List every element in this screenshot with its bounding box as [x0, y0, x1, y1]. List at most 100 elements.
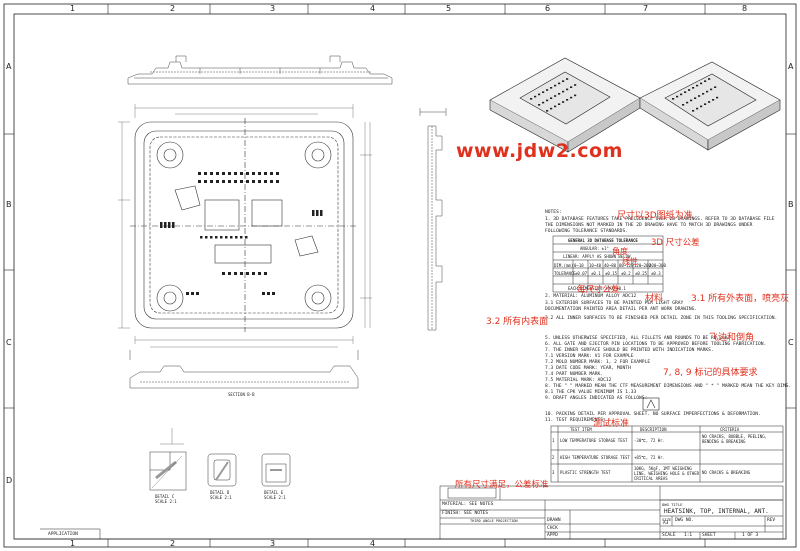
zone-row-b-right: B [788, 200, 794, 209]
note-2-7: 6. ALL GATE AND EJECTOR PIN LOCATIONS TO… [545, 342, 767, 347]
note-line-1: 1. 3D DATABASE FEATURES TAKE PRECEDENCE … [545, 217, 775, 222]
zone-col-5: 5 [446, 4, 452, 13]
note-2-3: DOCUMENTATION PAINTED AREA DETAIL PER AN… [545, 307, 698, 312]
tol-row1-label: DIM.(mm) [554, 263, 574, 268]
tb-third-angle: THIRD ANGLE PROJECTION [470, 519, 518, 523]
note-2-16: 9. DRAFT ANGLES INDICATED AS FOLLOWS: [545, 396, 648, 401]
top-elevation-view [127, 55, 393, 85]
tol-r1-c5: 120~200 [634, 263, 651, 268]
zone-col-6: 6 [545, 4, 551, 13]
note-2-8: 7. THE INNER SURFACE SHOULD BE PRINTED W… [545, 348, 714, 353]
note-2-19: 11. TEST REQUIREMENTS: [545, 418, 606, 423]
isometric-view-2 [639, 61, 781, 151]
zone-col-3-bottom: 3 [270, 539, 276, 548]
tb-material: MATERIAL: SEE NOTES [442, 502, 494, 507]
test-row-2-no: 2 [552, 455, 555, 460]
pad-array [160, 172, 323, 295]
ann-linear: 线性 [622, 257, 638, 266]
label-detail-3: DETAIL E [264, 490, 284, 495]
zone-row-a-right: A [788, 62, 794, 71]
zone-col-8: 8 [742, 4, 748, 13]
zone-col-7: 7 [643, 4, 649, 13]
tol-r2-c2: ±0.1 [591, 271, 601, 276]
tb-sheet-label: SHEET [702, 533, 716, 538]
tol-r1-c3: 40~80 [604, 263, 617, 268]
ann-flash: 飞边和倒角 [709, 333, 755, 343]
isometric-view-1 [489, 57, 641, 153]
tol-r2-c3: ±0.15 [605, 271, 618, 276]
note-2-4: 3.2 ALL INNER SURFACES TO BE FINISHED PE… [545, 316, 778, 321]
tol-r2-c5: ±0.25 [635, 271, 648, 276]
tol-linear: LINEAR: APPLY AS SHOWN BELOW [563, 254, 631, 259]
detail-views [149, 428, 291, 491]
tol-r2-c6: ±0.3 [651, 271, 661, 276]
test-row-2-desc: +85℃, 72 Hr. [634, 455, 665, 460]
ann-angle: 角度 [612, 247, 628, 256]
note-2-13: 7.5 MATERIAL MARK: ADC12 [545, 378, 612, 383]
tb-appd: APPD [547, 533, 558, 538]
notes-title: NOTES: [545, 210, 562, 215]
test-header-item: TEST ITEM [570, 427, 592, 432]
zone-col-1: 1 [70, 4, 76, 13]
test-row-1-item: LOW TEMPERATURE STORAGE TEST [560, 438, 628, 443]
tb-dwg-no-label: DWG NO. [675, 518, 694, 523]
zone-col-4-bottom: 4 [370, 539, 376, 548]
note-2-11: 7.3 DATE CODE MARK: YEAR, MONTH [545, 366, 631, 371]
zone-row-c: C [6, 338, 12, 347]
label-detail-1-scale: SCALE 2:1 [155, 499, 177, 504]
test-row-3-no: 3 [552, 470, 555, 475]
tol-r1-c4: 80~120 [619, 263, 634, 268]
ann-inner-surface: 3.2 所有内表面 [486, 317, 549, 327]
test-header-desc: DESCRIPTION [640, 427, 667, 432]
label-detail-2: DETAIL D [210, 490, 230, 495]
note-2-10: 7.2 MOLD NUMBER MARK: 1, 2 FOR EXAMPLE [545, 360, 651, 365]
note-2-6: 5. UNLESS OTHERWISE SPECIFIED, ALL FILLE… [545, 336, 731, 341]
tb-application: APPLICATION [48, 532, 78, 537]
tol-footer: EACH DIMENSION: MAX ±0.1 [568, 286, 626, 291]
tol-r2-c1: ±0.07 [575, 271, 588, 276]
zone-row-a: A [6, 62, 12, 71]
ann-marks: 7, 8, 9 标记的具体要求 [663, 368, 758, 378]
ann-bottom: 所有尺寸满足，公差标准 [455, 480, 549, 490]
tolerance-table-grid [552, 235, 664, 293]
ann-per-size: 每尺寸公差 [577, 285, 620, 295]
tb-scale: 1:1 [684, 533, 693, 538]
note-2-2: 3.1 EXTERIOR SURFACES TO BE PAINTED PER … [545, 301, 684, 306]
test-row-3-crit: NO CRACKS & BREAKING [702, 470, 751, 475]
note-2-12: 7.4 PART NUMBER MARK. [545, 372, 604, 377]
ann-material: 材料 [645, 294, 664, 304]
tb-dwg-title: HEATSINK, TOP, INTERNAL, ANT. [664, 508, 769, 515]
ann-tolerance: 3D 尺寸公差 [651, 238, 700, 248]
section-view [129, 350, 359, 389]
tb-size-label: SIZE [662, 517, 672, 522]
zone-col-2-bottom: 2 [170, 539, 176, 548]
note-2-15: 8.1 THE CPK VALUE MINIMUM IS 1.33 [545, 390, 637, 395]
zone-col-3: 3 [270, 4, 276, 13]
note-2-9: 7.1 VERSION MARK: V1 FOR EXAMPLE [545, 354, 634, 359]
dimension-lines [118, 104, 372, 348]
test-header-crit: CRITERIA [720, 427, 740, 432]
zone-ticks [4, 4, 796, 547]
tb-dwg-title-label: DWG TITLE [662, 502, 683, 507]
tol-r2-c4: ±0.2 [621, 271, 631, 276]
watermark-url: www.jdw2.com [456, 140, 623, 162]
note-line-2: THE DIMENSIONS NOT MARKED IN THE 2D DRAW… [545, 223, 753, 228]
right-elevation-view [419, 108, 447, 331]
tb-chck: CHCK [547, 526, 558, 531]
tb-sheet: 1 OF 3 [742, 533, 759, 538]
test-row-1-crit: NO CRACKS, BUBBLE, PEELING, BENDING & BR… [702, 434, 768, 444]
zone-row-b: B [6, 200, 12, 209]
tol-row2-label: TOLERANCE [554, 271, 576, 276]
label-detail-1: DETAIL C [155, 494, 175, 499]
tol-r1-c2: 10~40 [589, 263, 602, 268]
tb-scale-label: SCALE [662, 533, 676, 538]
note-2-1: 2. MATERIAL: ALUMINUM ALLOY ADC12 [545, 294, 637, 299]
tol-table-title: GENERAL 3D DATABASE TOLERANCE [568, 238, 638, 243]
tb-drawn: DRAWN [547, 518, 561, 523]
test-row-2-item: HIGH TEMPERATURE STORAGE TEST [560, 455, 630, 460]
label-section-bb: SECTION B-B [228, 392, 255, 397]
tb-size: A3 [663, 521, 669, 526]
ann-outer-surface: 3.1 所有外表面，喷亮灰 [691, 294, 790, 304]
